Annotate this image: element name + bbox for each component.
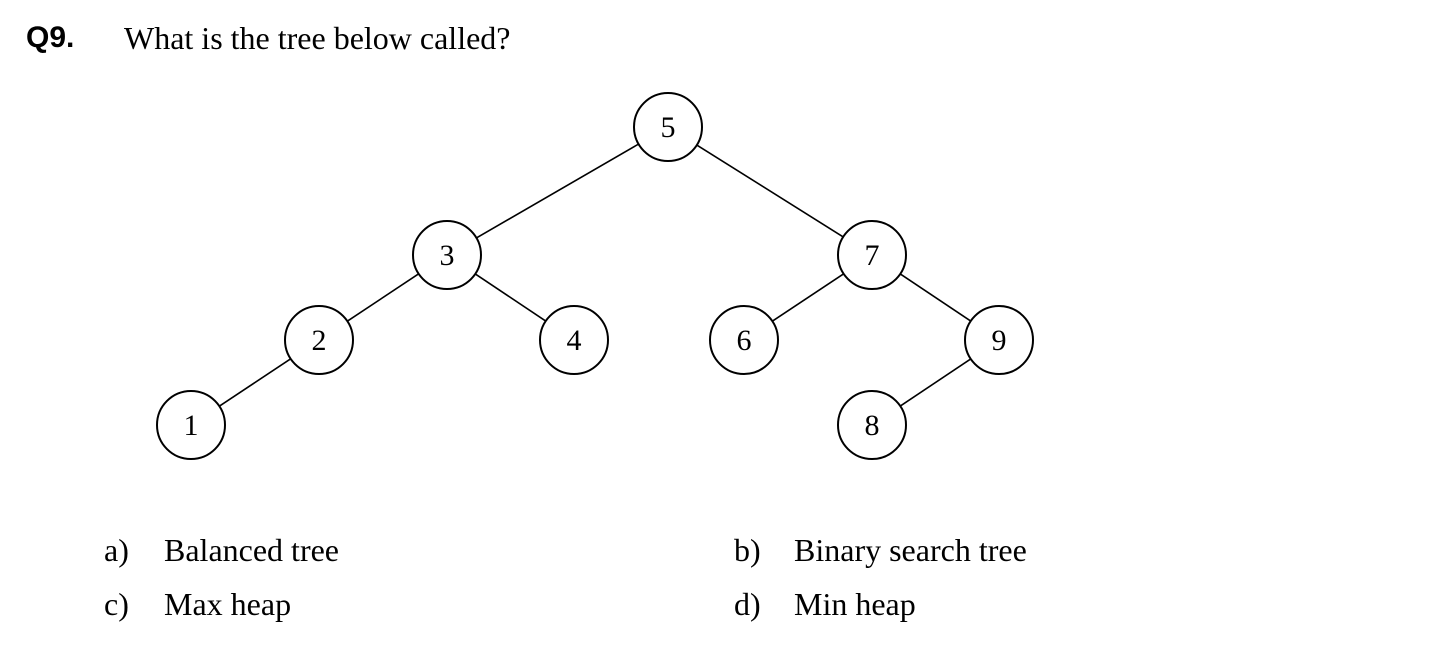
tree-edges (218, 143, 972, 407)
tree-node-8: 8 (837, 390, 907, 460)
tree-edge-n7-n9 (899, 273, 972, 322)
option-c[interactable]: c) Max heap (104, 584, 291, 624)
tree-node-circle (837, 220, 907, 290)
tree-edge-n5-n7 (696, 144, 844, 238)
tree-node-label: 2 (312, 324, 327, 357)
tree-node-9: 9 (964, 305, 1034, 375)
tree-edge-n9-n8 (899, 358, 972, 407)
option-b[interactable]: b) Binary search tree (734, 530, 1027, 570)
tree-node-label: 3 (440, 239, 455, 272)
tree-node-circle (709, 305, 779, 375)
option-letter: b) (734, 532, 761, 568)
tree-node-circle (964, 305, 1034, 375)
option-text: Balanced tree (164, 532, 339, 568)
tree-node-label: 6 (737, 324, 752, 357)
option-text: Max heap (164, 586, 292, 622)
option-letter: c) (104, 586, 129, 622)
tree-edge-n3-n4 (474, 273, 547, 322)
option-letter: d) (734, 586, 761, 622)
tree-edge-n5-n3 (476, 143, 639, 239)
tree-node-circle (633, 92, 703, 162)
tree-node-4: 4 (539, 305, 609, 375)
tree-node-circle (284, 305, 354, 375)
tree-node-circle (412, 220, 482, 290)
tree-node-5: 5 (633, 92, 703, 162)
tree-node-label: 8 (865, 409, 880, 442)
tree-node-label: 5 (661, 111, 676, 144)
tree-node-circle (539, 305, 609, 375)
tree-node-2: 2 (284, 305, 354, 375)
tree-node-label: 4 (567, 324, 582, 357)
tree-edge-n2-n1 (218, 358, 292, 407)
option-text: Binary search tree (794, 532, 1027, 568)
tree-edge-n7-n6 (771, 273, 845, 322)
tree-edge-n3-n2 (346, 273, 420, 322)
tree-node-1: 1 (156, 390, 226, 460)
tree-node-7: 7 (837, 220, 907, 290)
tree-node-circle (156, 390, 226, 460)
question-number: Q9. (26, 21, 75, 54)
tree-node-3: 3 (412, 220, 482, 290)
option-text: Min heap (794, 586, 916, 622)
option-a[interactable]: a) Balanced tree (104, 530, 339, 570)
option-letter: a) (104, 532, 129, 568)
tree-node-circle (837, 390, 907, 460)
tree-node-6: 6 (709, 305, 779, 375)
tree-nodes: 5 3 7 2 4 6 9 1 8 (156, 92, 1034, 460)
question-text: What is the tree below called? (124, 20, 511, 56)
tree-node-label: 7 (865, 239, 880, 272)
tree-node-label: 1 (184, 409, 199, 442)
option-d[interactable]: d) Min heap (734, 584, 916, 624)
tree-node-label: 9 (992, 324, 1007, 357)
